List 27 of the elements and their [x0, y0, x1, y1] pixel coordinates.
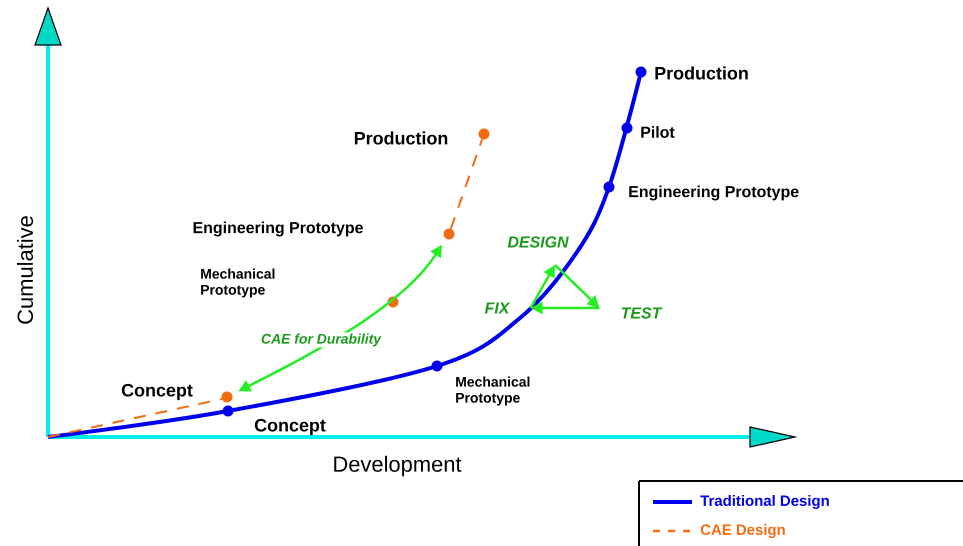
edge-label: CAE for Durability	[260, 332, 382, 348]
curve-label: Production	[655, 66, 748, 80]
curve-label: Concept	[122, 384, 193, 400]
curve-label: Production	[354, 131, 448, 145]
curve-point	[622, 122, 632, 134]
curve-point	[222, 406, 234, 416]
curve-point	[444, 228, 454, 240]
curve-label: Pilot	[641, 126, 675, 138]
curve-point	[636, 66, 646, 78]
curve-label: Engineering Prototype	[629, 186, 799, 200]
legend-text: CAE Design	[700, 524, 785, 538]
axis-title: Development	[334, 456, 462, 476]
curve-label: Engineering Prototype	[194, 222, 363, 236]
curve-label: Mechanical Prototype	[201, 268, 274, 298]
curve-point	[432, 360, 442, 372]
axis-title: Cumulative	[16, 216, 34, 324]
curve-point	[604, 182, 614, 192]
curve-segment	[450, 139, 484, 229]
curve-label: Concept	[254, 418, 326, 436]
curve-point	[222, 392, 232, 402]
step-label: DESIGN	[508, 236, 569, 248]
curve-point	[388, 296, 398, 308]
step-label: FIX	[484, 302, 510, 314]
step-label: TEST	[622, 307, 662, 319]
curve-label: Mechanical Prototype	[456, 376, 530, 406]
curve-point	[478, 128, 490, 140]
legend-text: Traditional Design	[700, 495, 829, 509]
